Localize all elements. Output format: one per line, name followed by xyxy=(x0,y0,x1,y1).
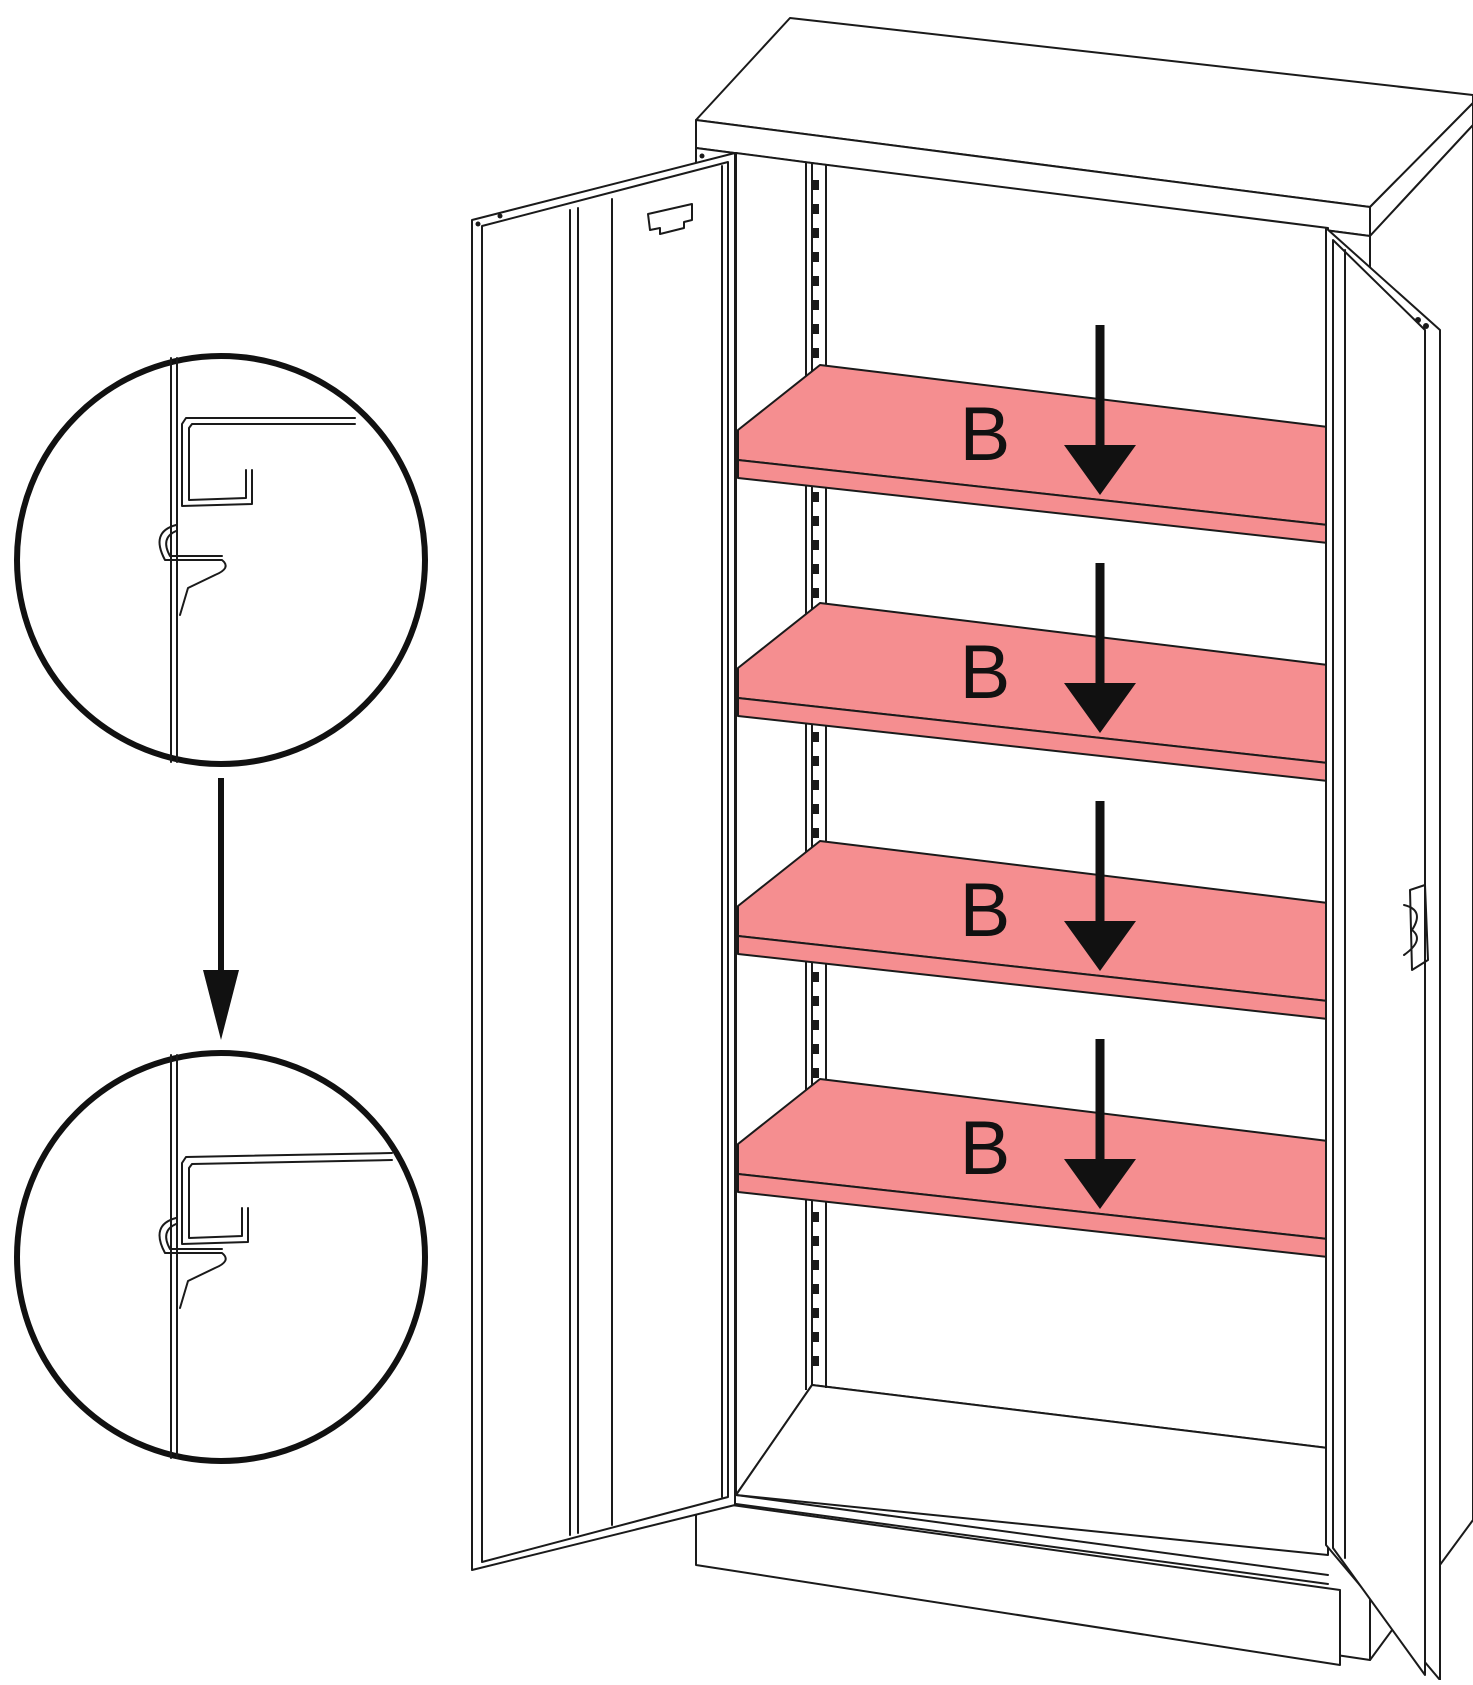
shelves: B B B B xyxy=(737,325,1329,1258)
slot xyxy=(813,540,819,550)
shelf-label: B xyxy=(960,868,1011,953)
slot xyxy=(813,204,819,214)
slot xyxy=(813,252,819,262)
slot xyxy=(813,348,819,358)
slot xyxy=(813,996,819,1006)
shelf-label: B xyxy=(960,1106,1011,1191)
slot xyxy=(813,324,819,334)
slot xyxy=(813,1236,819,1246)
down-arrow-icon xyxy=(1064,325,1136,495)
shelf-label: B xyxy=(960,630,1011,715)
slot xyxy=(813,780,819,790)
slot xyxy=(813,516,819,526)
slot xyxy=(813,180,819,190)
cabinet-top xyxy=(695,17,1473,237)
down-arrow-icon xyxy=(1064,563,1136,733)
slot xyxy=(813,1284,819,1294)
slot xyxy=(813,300,819,310)
shelf-3: B xyxy=(737,801,1329,1020)
shelf-4: B xyxy=(737,1039,1329,1258)
slot xyxy=(813,276,819,286)
slot xyxy=(813,228,819,238)
slot xyxy=(813,1308,819,1318)
down-arrow-icon xyxy=(1064,801,1136,971)
right-door xyxy=(1325,227,1441,1681)
slot xyxy=(813,828,819,838)
slot xyxy=(813,1212,819,1222)
detail-view-before xyxy=(14,353,428,767)
slot xyxy=(813,1356,819,1366)
shelf-2: B xyxy=(737,563,1329,782)
slot xyxy=(813,492,819,502)
slot xyxy=(813,1020,819,1030)
down-arrow-icon xyxy=(1064,1039,1136,1209)
slot xyxy=(813,972,819,982)
left-door xyxy=(471,152,736,1571)
slot xyxy=(813,756,819,766)
shelf-clip-hooked-icon xyxy=(158,1152,393,1309)
detail-view-after xyxy=(14,1050,428,1464)
slot xyxy=(813,1332,819,1342)
slot xyxy=(813,1260,819,1270)
shelf-1: B xyxy=(737,325,1329,544)
slot xyxy=(813,1044,819,1054)
shelf-clip-unhooked-icon xyxy=(158,417,356,616)
slot xyxy=(813,732,819,742)
slot xyxy=(813,564,819,574)
slot xyxy=(813,588,819,598)
slot xyxy=(813,1068,819,1078)
slot xyxy=(813,804,819,814)
shelf-label: B xyxy=(960,392,1011,477)
transition-arrow-icon xyxy=(203,778,239,1040)
